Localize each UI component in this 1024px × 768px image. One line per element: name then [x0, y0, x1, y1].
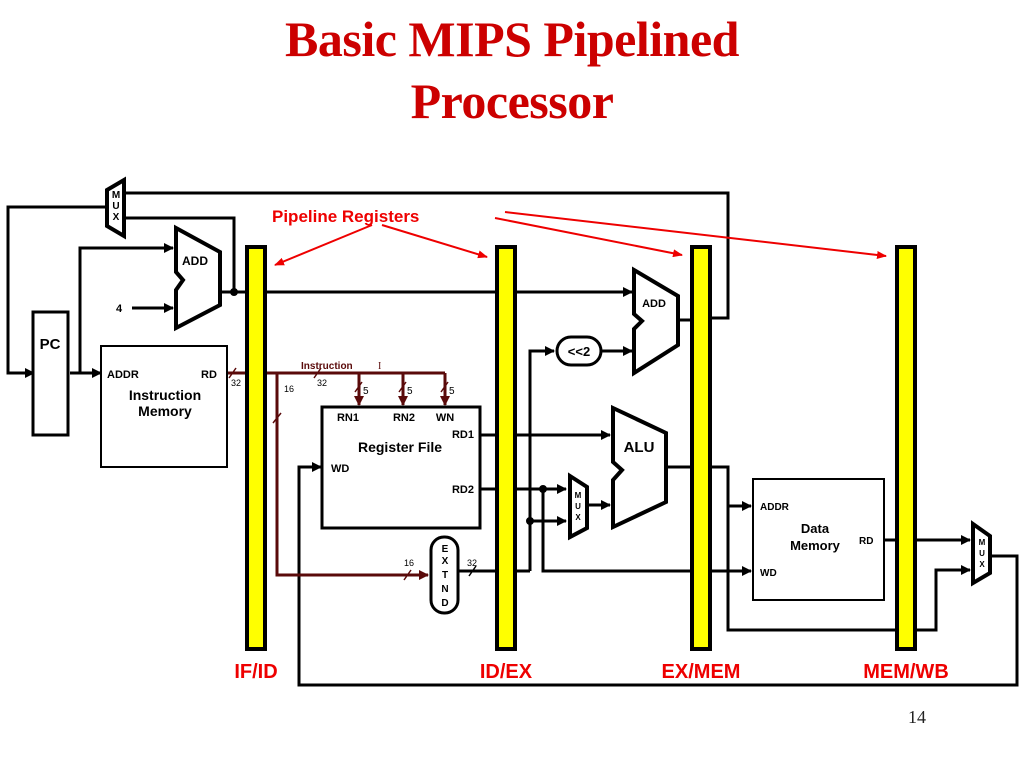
- shift-left-2: <<2: [555, 335, 603, 367]
- wire-imm-to-shift: [528, 346, 555, 571]
- program-counter: PC: [31, 310, 70, 437]
- instruction-bus: [224, 371, 450, 580]
- pc-adder: ADD 4: [116, 224, 222, 332]
- regfile-rn1-port: RN1: [337, 412, 359, 424]
- extnd-in-width: 16: [404, 558, 414, 568]
- pc-mux-label-m: M: [112, 190, 120, 201]
- annotation-arrow-id-ex: [381, 224, 488, 259]
- rn2-field-width: 5: [407, 386, 413, 397]
- const-four-label: 4: [116, 303, 123, 315]
- dmem-addr-port: ADDR: [760, 502, 790, 513]
- wire-writeback: [297, 462, 1019, 687]
- alu: ALU: [611, 404, 668, 531]
- writeback-mux: M U X: [971, 520, 992, 587]
- extnd-char-x: X: [442, 556, 449, 567]
- pipeline-register-if-id: [245, 245, 267, 651]
- alu-mux: M U X: [568, 472, 589, 541]
- instruction-memory: ADDR RD Instruction Memory 32: [100, 345, 241, 468]
- instruction-bus-short: I: [378, 361, 381, 372]
- regfile-rd2-port: RD2: [452, 484, 474, 496]
- alu-label: ALU: [624, 439, 655, 456]
- data-memory: ADDR Data Memory RD WD: [752, 478, 885, 601]
- instruction-bus-width: 32: [317, 378, 327, 388]
- dmem-label-line1: Data: [801, 521, 830, 536]
- wn-field-width: 5: [449, 386, 455, 397]
- imem-rd-port: RD: [201, 369, 217, 381]
- regfile-rd1-port: RD1: [452, 429, 474, 441]
- pc-mux-label-x: X: [113, 212, 120, 223]
- page-number: 14: [908, 707, 926, 727]
- label-id-ex: ID/EX: [480, 661, 533, 683]
- pipeline-register-mem-wb: [895, 245, 917, 651]
- wire-memwb-alu-to-wbmux: [915, 565, 971, 632]
- imem-addr-port: ADDR: [107, 369, 139, 381]
- wb-mux-label-m: M: [979, 538, 986, 547]
- sign-extend-unit: E X T N D 16 32: [404, 535, 477, 615]
- extnd-char-e: E: [442, 544, 449, 555]
- regfile-wd-port: WD: [331, 463, 349, 475]
- alu-mux-label-u: U: [575, 502, 581, 511]
- wb-mux-label-x: X: [979, 560, 985, 569]
- register-file: RN1 RN2 WN RD1 Register File WD RD2: [320, 405, 482, 530]
- branch-adder-label: ADD: [642, 298, 666, 310]
- annotation-arrow-mem-wb: [504, 211, 887, 259]
- wire-pc-to-adder: [78, 243, 174, 373]
- regfile-wn-port: WN: [436, 412, 454, 424]
- imem-bus-width: 32: [231, 378, 241, 388]
- rn1-field-width: 5: [363, 386, 369, 397]
- alu-mux-label-m: M: [575, 491, 582, 500]
- label-if-id: IF/ID: [234, 661, 277, 683]
- slide-title-line2: Processor: [410, 73, 614, 129]
- wire-aluresult-bypass: [726, 506, 897, 632]
- instruction-bus-labels: Instruction I 32 16 5 5 5: [284, 361, 455, 397]
- extnd-out-width: 32: [467, 558, 477, 568]
- slide-title-line1: Basic MIPS Pipelined: [285, 11, 739, 67]
- wire-branch-target-to-pcmux: [124, 191, 730, 320]
- instruction-bus-label: Instruction: [301, 361, 353, 372]
- alu-mux-label-x: X: [575, 513, 581, 522]
- wire-aluresult-to-dmem-addr: [710, 465, 752, 511]
- bus-width-marks: [228, 367, 477, 581]
- imem-label-line1: Instruction: [129, 387, 201, 403]
- regfile-label: Register File: [358, 439, 442, 455]
- wb-mux-label-u: U: [979, 549, 985, 558]
- extnd-char-d: D: [441, 598, 448, 609]
- annotation-arrow-if-id: [274, 224, 373, 266]
- pipeline-registers-annotation: Pipeline Registers: [272, 207, 887, 266]
- slide-title: Basic MIPS Pipelined Processor: [0, 8, 1024, 132]
- wire-rd2-to-exmem: [541, 489, 692, 573]
- immediate-width-label: 16: [284, 384, 294, 394]
- shift-left-label: <<2: [568, 344, 590, 359]
- label-ex-mem: EX/MEM: [662, 661, 741, 683]
- pc-label: PC: [40, 336, 61, 353]
- extnd-char-n: N: [441, 584, 448, 595]
- pc-adder-label: ADD: [182, 254, 208, 268]
- extnd-char-t: T: [442, 570, 448, 581]
- dmem-wd-port: WD: [760, 568, 777, 579]
- label-mem-wb: MEM/WB: [863, 661, 949, 683]
- dmem-rd-port: RD: [859, 536, 873, 547]
- pipeline-register-labels: IF/ID ID/EX EX/MEM MEM/WB: [234, 661, 948, 683]
- annotation-arrow-ex-mem: [494, 217, 683, 258]
- pipeline-register-ex-mem: [690, 245, 712, 651]
- pc-mux-label-u: U: [112, 201, 119, 212]
- wire-pcmux-to-pc: [6, 205, 107, 378]
- pipeline-register-id-ex: [495, 245, 517, 651]
- annotation-label: Pipeline Registers: [272, 207, 419, 226]
- pc-mux: M U X: [105, 176, 126, 240]
- dmem-label-line2: Memory: [790, 538, 841, 553]
- branch-adder: ADD: [632, 266, 680, 377]
- imem-label-line2: Memory: [138, 403, 192, 419]
- regfile-rn2-port: RN2: [393, 412, 415, 424]
- pipeline-register-bars: [245, 245, 917, 651]
